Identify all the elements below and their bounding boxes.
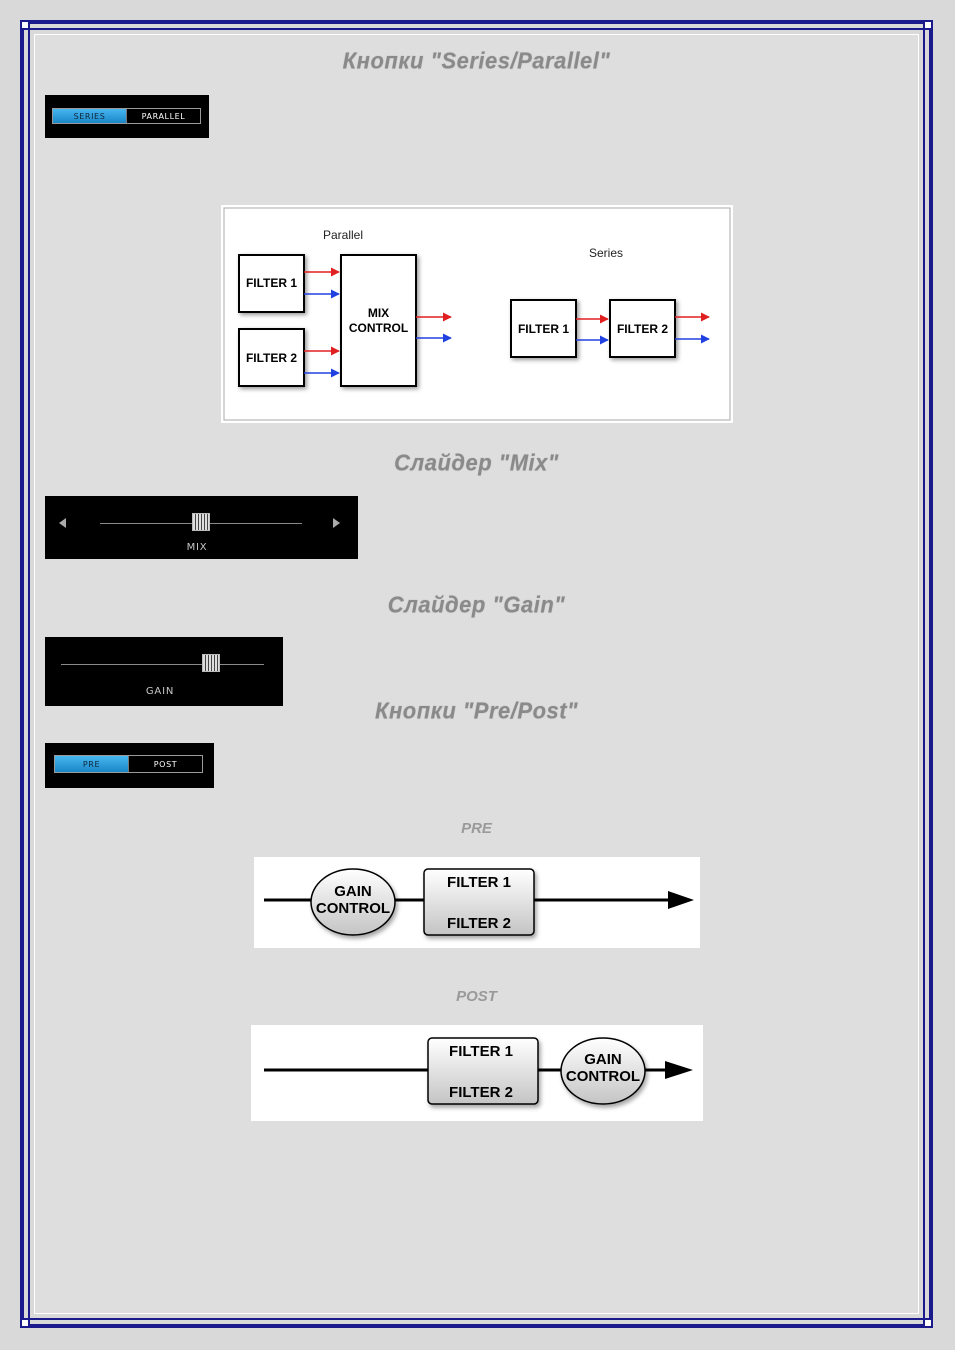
series-filter2-box (609, 299, 676, 358)
parallel-button[interactable]: PARALLEL (126, 109, 200, 123)
post-filter2-label: FILTER 2 (449, 1084, 513, 1101)
heading-series-parallel: Кнопки "Series/Parallel" (342, 47, 611, 74)
post-gain-label-1: GAIN (584, 1051, 622, 1068)
post-filters-box (427, 1037, 539, 1105)
pre-gain-label-1: GAIN (334, 883, 372, 900)
heading-gain: Слайдер "Gain" (387, 591, 566, 618)
pre-filters-box (423, 868, 535, 936)
pre-filter2-label: FILTER 2 (447, 915, 511, 932)
post-caption: POST (456, 988, 497, 1005)
parallel-filter1-label: FILTER 1 (246, 276, 297, 290)
parallel-title: Parallel (323, 228, 363, 242)
routing-diagram: Parallel Series FILTER 1 FILTER 2 MIX CO… (221, 205, 733, 423)
pre-post-toggle: PRE POST (54, 755, 203, 773)
gain-slider-label: GAIN (145, 686, 175, 697)
series-parallel-toggle: SERIES PARALLEL (52, 108, 201, 124)
gain-slider-track[interactable] (61, 664, 264, 665)
pre-flow-svg: GAIN CONTROL FILTER 1 FILTER 2 (264, 868, 694, 936)
series-parallel-panel: SERIES PARALLEL (45, 95, 209, 138)
page-border-outer (20, 20, 933, 1328)
series-title: Series (589, 246, 623, 260)
pre-gain-control-ellipse (310, 868, 396, 936)
signal-flow-arrowhead (668, 891, 694, 909)
mix-control-box (340, 254, 417, 387)
series-filter1-box (510, 299, 577, 358)
page-border-inner (28, 28, 925, 1320)
gain-slider-panel: GAIN (45, 637, 283, 706)
post-gain-label-2: CONTROL (566, 1068, 640, 1085)
post-filter1-label: FILTER 1 (449, 1043, 513, 1060)
parallel-filter2-label: FILTER 2 (246, 351, 297, 365)
pre-filter1-label: FILTER 1 (447, 874, 511, 891)
mix-slider-handle[interactable] (192, 513, 210, 531)
heading-pre-post: Кнопки "Pre/Post" (374, 697, 578, 724)
pre-gain-label-2: CONTROL (316, 900, 390, 917)
pre-button[interactable]: PRE (55, 756, 128, 772)
series-filter2-label: FILTER 2 (617, 322, 668, 336)
post-flow-svg: FILTER 1 FILTER 2 GAIN CONTROL (264, 1037, 693, 1105)
mix-decrease-arrow-icon[interactable] (59, 518, 66, 528)
corner-ornament (20, 1318, 30, 1328)
heading-mix: Слайдер "Mix" (394, 449, 559, 476)
mix-slider-label: MIX (186, 542, 208, 553)
pre-caption: PRE (461, 820, 492, 837)
series-filter1-label: FILTER 1 (518, 322, 569, 336)
mix-control-label-1: MIX (368, 306, 389, 320)
series-button[interactable]: SERIES (53, 109, 126, 123)
pre-flow-diagram: GAIN CONTROL FILTER 1 FILTER 2 (254, 857, 700, 948)
post-button[interactable]: POST (128, 756, 202, 772)
parallel-filter2-box (238, 328, 305, 387)
gain-slider-handle[interactable] (202, 654, 221, 672)
signal-flow-arrowhead (665, 1061, 693, 1079)
post-flow-diagram: FILTER 1 FILTER 2 GAIN CONTROL (251, 1025, 703, 1121)
mix-control-label-2: CONTROL (349, 321, 408, 335)
mix-slider-panel: MIX (45, 496, 358, 559)
corner-ornament (923, 1318, 933, 1328)
routing-diagram-svg: Parallel Series FILTER 1 FILTER 2 MIX CO… (223, 207, 731, 421)
corner-ornament (923, 20, 933, 30)
pre-post-panel: PRE POST (45, 743, 214, 788)
post-gain-control-ellipse (560, 1037, 646, 1105)
corner-ornament (20, 20, 30, 30)
mix-increase-arrow-icon[interactable] (333, 518, 340, 528)
parallel-filter1-box (238, 254, 305, 313)
